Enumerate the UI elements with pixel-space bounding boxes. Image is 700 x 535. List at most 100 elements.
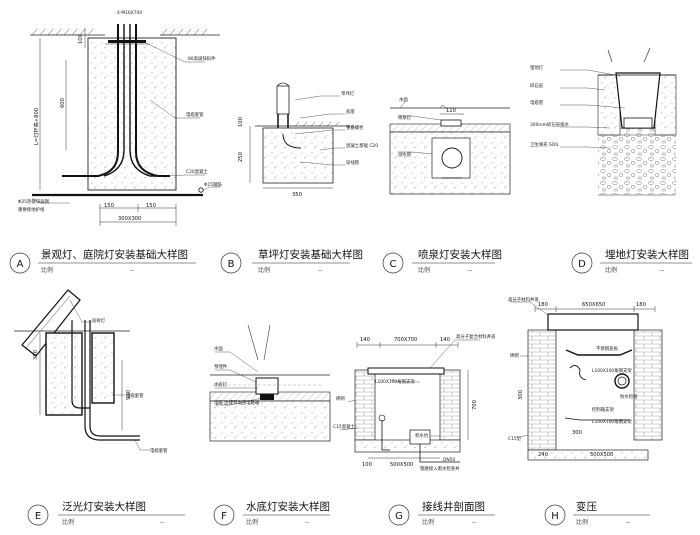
h-dim-left: 180 [538,302,548,308]
g-dim-height: 700 [472,400,478,410]
f-note-water: 水面 [214,345,223,352]
g-dim-left: 140 [360,337,370,343]
caption-h-title: 变压 [576,500,597,513]
h-note-concrete: C15垫 [508,435,522,442]
b-dim-top: 100 [238,117,244,127]
caption-g-scale-value: -- [472,519,476,526]
caption-g-scale: 比例 [422,518,434,526]
a-note-earth-strip: Φ25热镀锌扁钢 [18,198,50,205]
caption-b-letter: B [228,259,235,270]
caption-d-letter: D [578,259,586,270]
g-dim-sump: 500X500 [390,462,413,468]
detail-a-drawing [30,24,220,226]
caption-c-circle [382,252,404,274]
caption-h-circle [544,504,566,526]
caption-e-scale: 比例 [62,518,74,526]
a-dim-right: 150 [146,203,156,209]
detail-b-drawing [249,82,350,189]
f-note-embed: 预埋件 [214,363,228,370]
caption-d-scale: 比例 [605,266,617,274]
caption-f-title: 水底灯安装大样图 [246,500,330,513]
g-dim-right: 140 [440,337,450,343]
detail-e-drawing [14,289,150,451]
b-note-lamp: 草坪灯 [341,90,355,97]
a-dim-length: L=灯杆高+800 [32,108,40,145]
c-dim-lamp: 110 [446,108,456,114]
h-note-cover: 高分子材料井盖 [508,296,539,303]
a-note-bolts: 4-M16X700 [117,10,142,16]
g-dim-base: 100 [362,462,372,468]
h-dim-mid: 300 [572,430,582,436]
a-dim-left: 150 [104,203,114,209]
caption-a-circle [9,252,31,274]
a-dim-base: 300X300 [118,216,141,222]
g-note-cover: 高分子复合材料井盖 [456,333,496,340]
b-note-bolts: 重叠螺栓 [346,124,364,131]
h-dim-inner: 650X650 [582,302,605,308]
caption-c-scale-value: -- [468,267,472,274]
e-note-lamp: 投射灯 [92,317,106,324]
a-note-earth-wire: 重要接地护线 [18,206,45,213]
caption-e-letter: E [35,511,41,522]
caption-f-letter: F [221,511,227,522]
h-note-bracket: L100X100角钢支架 [592,367,632,374]
f-note-lamp: 水底灯 [214,381,228,388]
caption-a-scale: 比例 [41,266,53,274]
caption-f-scale: 比例 [246,518,258,526]
detail-f-drawing [209,324,331,442]
g-note-sump: 积水坑 [415,432,429,439]
caption-c-title: 喷泉灯安装大样图 [418,248,502,261]
a-dim-top: 100 [78,34,84,44]
b-note-base: 底座 [346,108,355,115]
caption-g: G 接线井剖面图 比例 -- [388,500,495,526]
a-note-rebar: Φ15钢筋 [204,181,222,188]
caption-b-scale-value: -- [318,267,322,274]
a-note-conduit: 电缆套管 [186,111,204,118]
detail-g-drawing [339,339,480,463]
caption-b: B 草坪灯安装基础大样图 比例 -- [220,248,363,274]
caption-h: H 变压 比例 -- [544,500,650,526]
d-note-soil: 卫生填充 SOIL [530,141,559,148]
g-note-drain: 管路接入雨水检查井 [420,465,460,472]
e-note-conduit-1: 电缆套管 [126,392,144,399]
b-note-conduit: 穿线管 [346,159,360,166]
caption-f-scale-value: -- [305,519,309,526]
h-note-box: 控制箱支架 [592,406,615,413]
b-dim-depth: 250 [238,152,244,162]
h-dim-base-left: 240 [538,452,548,458]
h-dim-depth: 300 [518,390,524,400]
g-note-bracket: L100X100角钢支架 [375,378,415,385]
h-dim-right: 180 [636,302,646,308]
caption-h-scale-value: -- [626,519,630,526]
g-note-pipe: DN50 [443,457,455,463]
d-note-conduit: 电缆管 [530,99,544,106]
caption-c-letter: C [390,259,397,270]
caption-f: F 水底灯安装大样图 比例 -- [213,500,330,526]
caption-f-circle [213,504,235,526]
caption-c: C 喷泉灯安装大样图 比例 -- [382,248,502,274]
caption-a-title: 景观灯、庭院灯安装基础大样图 [41,248,188,261]
d-note-drain: 300mm碎石层排水 [530,121,569,128]
e-dim-length: 900 [126,390,132,400]
a-dim-depth: 600 [60,98,66,108]
d-note-lamp: 埋地灯 [530,64,544,71]
detail-d-drawing [560,47,677,196]
a-note-fixing: 80高级锌扣件 [188,55,216,62]
d-note-gravel: 碎石层 [530,82,544,89]
h-note-repair: 防水检修 [620,393,638,400]
caption-d: D 埋地灯安装大样图 比例 -- [571,248,692,274]
caption-g-letter: G [395,511,403,522]
caption-g-title: 接线井剖面图 [422,500,485,513]
h-note-brick: 砖砌 [510,352,519,359]
caption-d-circle [571,252,593,274]
caption-e: E 泛光灯安装大样图 比例 -- [27,500,185,526]
detail-c-drawing [389,101,511,195]
caption-b-circle [220,252,242,274]
caption-e-scale-value: -- [160,519,164,526]
h-note-plate: 不锈钢盖板 [596,345,619,352]
c-note-lamp: 喷泉灯 [398,114,412,121]
caption-a-scale-value: -- [130,267,134,274]
caption-h-letter: H [551,511,559,522]
e-dim-depth: 300 [33,350,39,360]
